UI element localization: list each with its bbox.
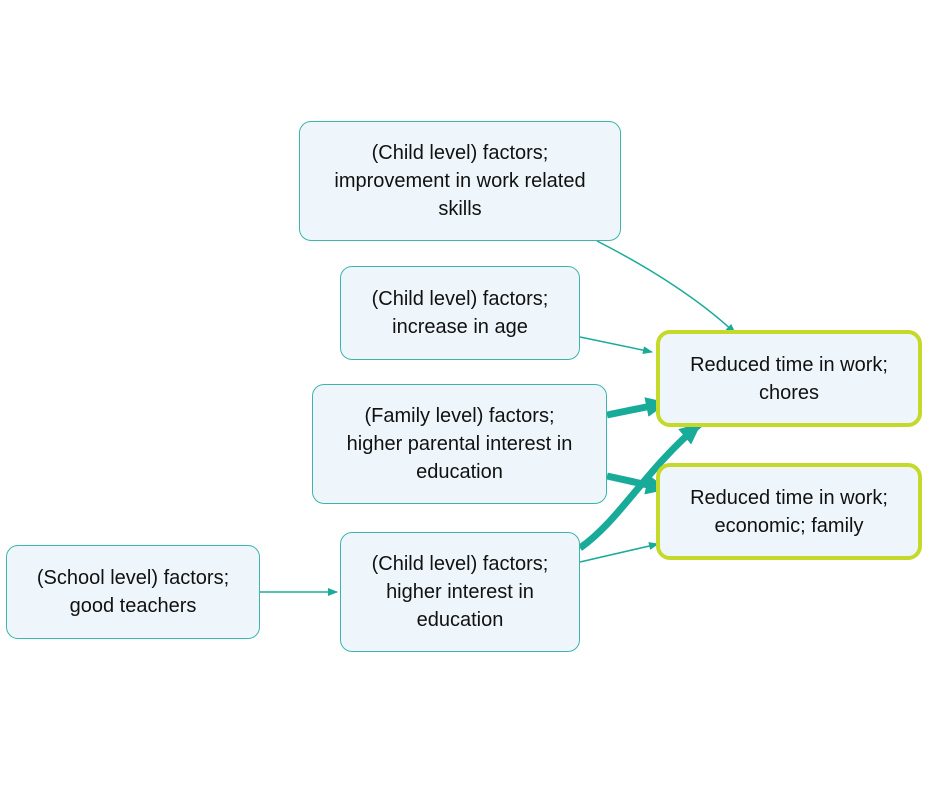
edge-skills-to-chores xyxy=(596,240,736,334)
edge-interest-to-chores xyxy=(577,421,703,551)
node-label: (Family level) factors; higher parental … xyxy=(346,405,573,483)
node-school-good-teachers: (School level) factors; good teachers xyxy=(6,545,260,639)
edge-age-to-chores xyxy=(579,336,653,355)
node-child-age: (Child level) factors; increase in age xyxy=(340,266,580,360)
node-label: Reduced time in work; economic; family xyxy=(690,486,888,537)
node-label: (School level) factors; good teachers xyxy=(36,567,230,617)
node-family-parental-interest: (Family level) factors; higher parental … xyxy=(312,384,607,504)
outcome-chores: Reduced time in work; chores xyxy=(656,330,922,427)
node-child-interest-education: (Child level) factors; higher interest i… xyxy=(340,532,580,652)
node-child-work-skills: (Child level) factors; improvement in wo… xyxy=(299,121,621,241)
edge-interest-to-economic xyxy=(579,542,659,563)
node-label: (Child level) factors; increase in age xyxy=(371,288,549,338)
outcome-economic-family: Reduced time in work; economic; family xyxy=(656,463,922,560)
node-label: (Child level) factors; improvement in wo… xyxy=(334,142,586,220)
node-label: Reduced time in work; chores xyxy=(690,353,888,404)
node-label: (Child level) factors; higher interest i… xyxy=(371,553,549,631)
